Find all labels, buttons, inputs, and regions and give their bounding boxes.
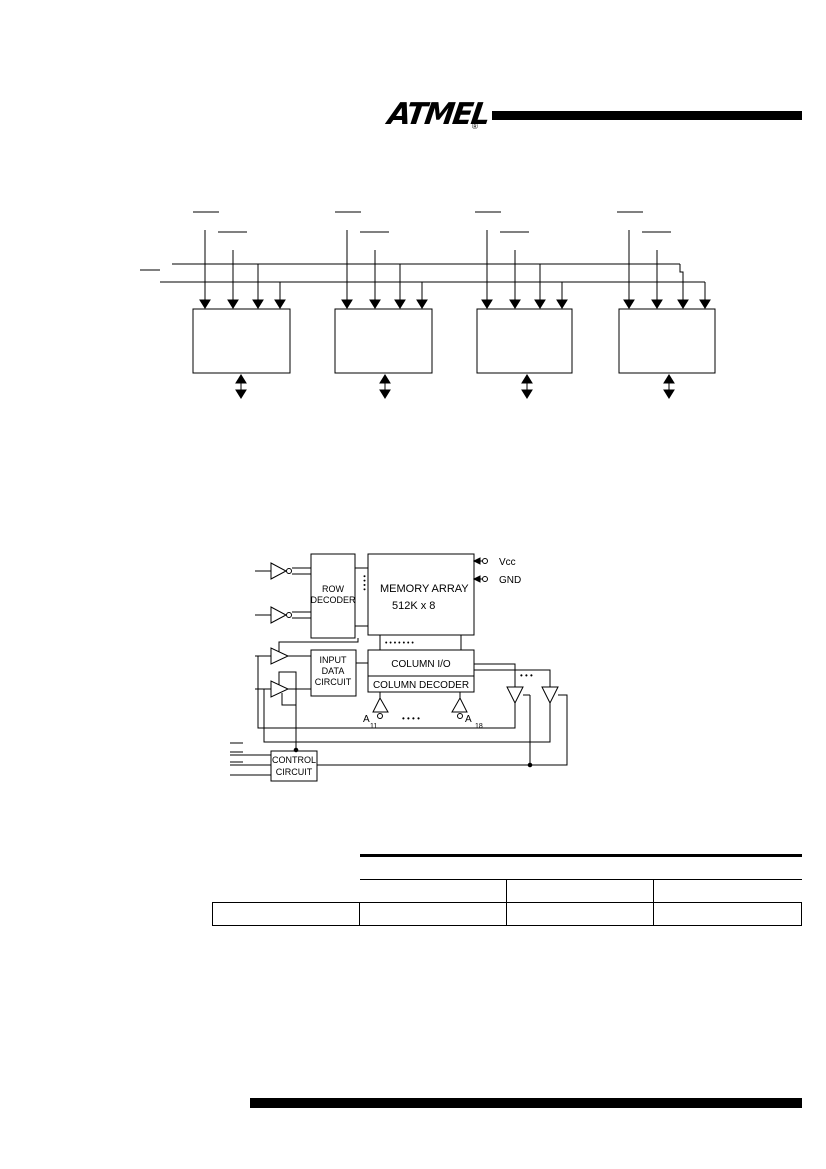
spec-table-row — [212, 902, 802, 926]
a11-subscript: 11 — [370, 723, 377, 730]
module-4-box — [618, 308, 716, 374]
spec-table-group-header — [359, 854, 802, 880]
row-decoder-label-1: ROW — [322, 584, 345, 594]
module-3-box — [476, 308, 573, 374]
bus-dots: • • • • • • • — [385, 640, 414, 647]
input-data-circuit-box — [310, 649, 357, 697]
spec-table-col-3-header — [653, 879, 802, 903]
row-line-dots: • • • • — [360, 575, 367, 591]
module-4 — [617, 211, 716, 399]
module-bus-diagram — [140, 211, 716, 399]
control-circuit-label-2: CIRCUIT — [276, 767, 313, 777]
gnd-label: GND — [499, 575, 521, 586]
spec-table-corner-cell-2 — [213, 880, 360, 903]
column-buffer-a18 — [451, 696, 468, 713]
spec-table-row-label — [212, 902, 360, 926]
row-decoder-label-2: DECODER — [310, 595, 356, 605]
input-data-label-2: DATA — [322, 666, 345, 676]
spec-table-col-1-header — [359, 879, 507, 903]
column-io-label: COLUMN I/O — [391, 659, 451, 670]
control-circuit-box — [270, 750, 318, 782]
io-output-buffer-1 — [506, 686, 524, 705]
vcc-label: Vcc — [499, 557, 516, 568]
a18-label: A — [465, 714, 472, 725]
footer-bar — [250, 1098, 802, 1108]
input-data-label-1: INPUT — [320, 655, 348, 665]
io-output-buffer-2 — [541, 686, 559, 705]
a11-label: A — [363, 714, 370, 725]
input-data-label-3: CIRCUIT — [315, 677, 352, 687]
row-buffer-1 — [270, 562, 288, 580]
spec-table-cell-3 — [653, 902, 802, 926]
row-decoder-box — [310, 553, 356, 639]
a18-subscript: 18 — [475, 723, 483, 730]
column-decoder-label: COLUMN DECODER — [373, 680, 469, 691]
spec-table-corner-cell — [213, 856, 360, 880]
memory-array-label-1: MEMORY ARRAY — [380, 583, 469, 595]
output-buffer-dots: • • • — [520, 671, 533, 680]
spec-table-header-row — [213, 854, 802, 880]
spec-table-col-2-header — [506, 879, 654, 903]
atmel-logo: ATMEL ® — [386, 96, 491, 138]
module-2-box — [334, 308, 433, 374]
control-circuit-label-1: CONTROL — [272, 755, 316, 765]
spec-table-cell-2 — [506, 902, 654, 926]
spec-table-cell-1 — [359, 902, 507, 926]
module-1-box — [192, 308, 291, 374]
header-bar — [492, 111, 802, 120]
block-diagram: ROW DECODER MEMORY ARRAY 512K x 8 Vcc GN… — [230, 553, 568, 782]
row-buffer-2 — [270, 606, 288, 624]
module-3 — [475, 211, 573, 399]
column-address-dots: • • • • — [402, 714, 420, 723]
column-decoder-box — [367, 675, 475, 693]
module-1 — [192, 211, 291, 399]
module-2 — [334, 211, 433, 399]
column-buffer-a11 — [372, 696, 389, 713]
memory-array-label-2: 512K x 8 — [392, 600, 435, 612]
spec-table-subheader-row — [213, 879, 802, 903]
spec-table — [212, 854, 802, 926]
logo-registered-mark: ® — [472, 122, 478, 131]
